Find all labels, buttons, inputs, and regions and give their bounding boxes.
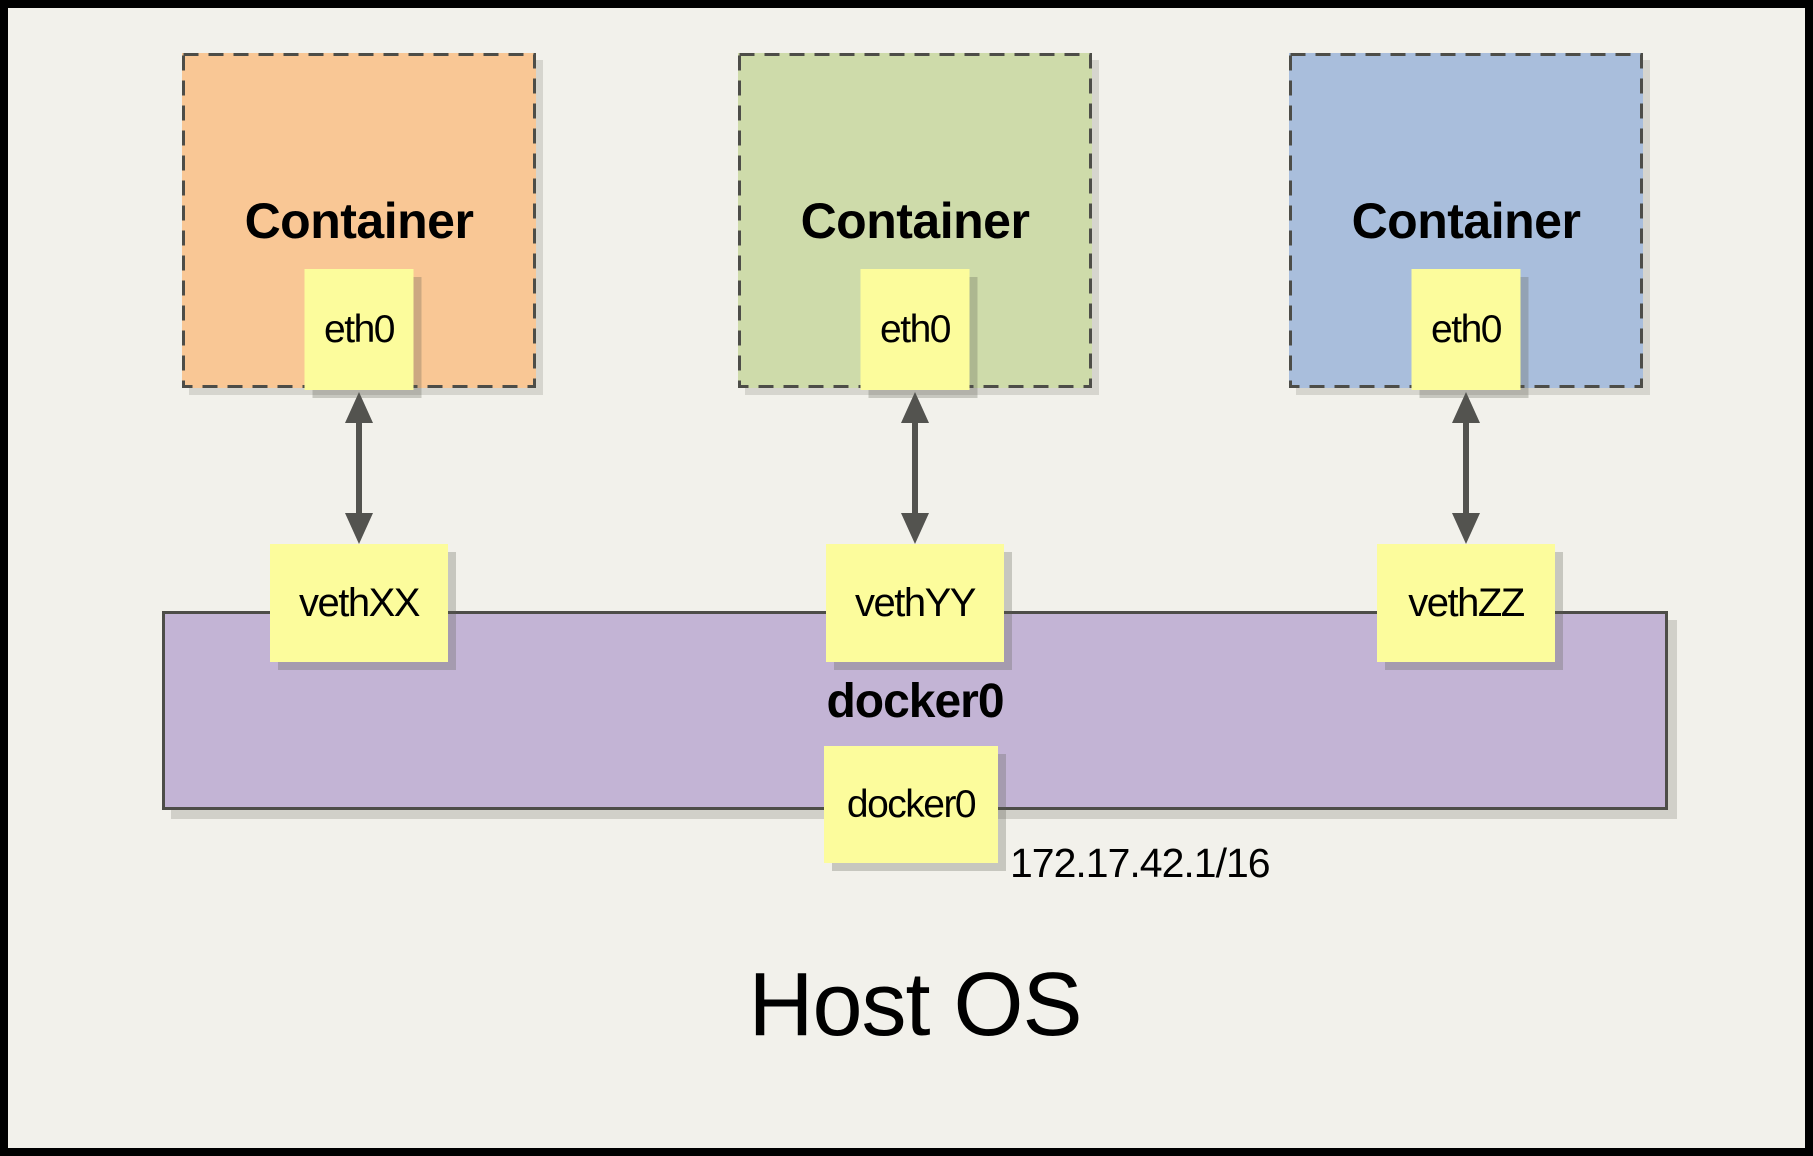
arrow-shaft (1463, 416, 1469, 520)
docker0-bridge-label: docker0 (826, 675, 1004, 728)
arrow-down-icon (345, 513, 373, 544)
veth-connection-arrow (345, 392, 373, 544)
container-box-2: Container eth0 (738, 53, 1092, 390)
container-title: Container (800, 192, 1030, 249)
veth-interface-box: vethXX (270, 544, 448, 662)
veth-connection-arrow (901, 392, 929, 544)
arrow-down-icon (901, 513, 929, 544)
eth0-interface-box: eth0 (1411, 269, 1521, 390)
eth0-interface-box: eth0 (860, 269, 970, 390)
bridge-ip-address: 172.17.42.1/16 (1010, 840, 1271, 886)
container-title: Container (244, 192, 474, 249)
eth0-interface-box: eth0 (304, 269, 414, 390)
docker0-interface-box: docker0 (824, 746, 998, 863)
arrow-down-icon (1452, 513, 1480, 544)
arrow-shaft (356, 416, 362, 520)
host-os-label: Host OS (748, 955, 1082, 1055)
arrow-shaft (912, 416, 918, 520)
container-box-3: Container eth0 (1289, 53, 1643, 390)
veth-interface-box: vethYY (826, 544, 1004, 662)
container-title: Container (1351, 192, 1581, 249)
veth-connection-arrow (1452, 392, 1480, 544)
veth-interface-box: vethZZ (1377, 544, 1555, 662)
container-box-1: Container eth0 (182, 53, 536, 390)
